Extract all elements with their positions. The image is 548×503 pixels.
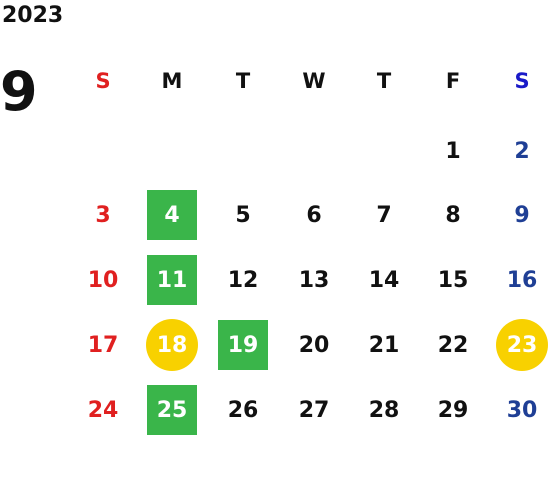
day-2[interactable]: 2 [514, 138, 530, 164]
day-6[interactable]: 6 [306, 202, 322, 228]
day-9[interactable]: 9 [514, 202, 530, 228]
day-28[interactable]: 28 [368, 397, 400, 423]
day-22[interactable]: 22 [437, 332, 469, 358]
day-26[interactable]: 26 [227, 397, 259, 423]
weekday-saturday: S [514, 69, 530, 93]
day-27[interactable]: 27 [298, 397, 330, 423]
day-7[interactable]: 7 [376, 202, 392, 228]
day-12[interactable]: 12 [227, 267, 259, 293]
weekday-friday: F [445, 69, 461, 93]
day-18[interactable]: 18 [146, 319, 198, 371]
weekday-monday: M [161, 69, 183, 93]
day-10[interactable]: 10 [87, 267, 119, 293]
day-16[interactable]: 16 [506, 267, 538, 293]
day-11[interactable]: 11 [147, 255, 197, 305]
day-29[interactable]: 29 [437, 397, 469, 423]
day-5[interactable]: 5 [235, 202, 251, 228]
day-24[interactable]: 24 [87, 397, 119, 423]
calendar-month: 9 [0, 60, 38, 123]
weekday-thursday: T [376, 69, 392, 93]
day-19[interactable]: 19 [218, 320, 268, 370]
day-25[interactable]: 25 [147, 385, 197, 435]
day-20[interactable]: 20 [298, 332, 330, 358]
day-13[interactable]: 13 [298, 267, 330, 293]
day-3[interactable]: 3 [95, 202, 111, 228]
day-1[interactable]: 1 [445, 138, 461, 164]
weekday-tuesday: T [235, 69, 251, 93]
day-30[interactable]: 30 [506, 397, 538, 423]
weekday-sunday: S [95, 69, 111, 93]
day-21[interactable]: 21 [368, 332, 400, 358]
day-4[interactable]: 4 [147, 190, 197, 240]
day-8[interactable]: 8 [445, 202, 461, 228]
calendar-year: 2023 [2, 3, 64, 28]
weekday-wednesday: W [302, 69, 326, 93]
day-15[interactable]: 15 [437, 267, 469, 293]
day-17[interactable]: 17 [87, 332, 119, 358]
day-23[interactable]: 23 [496, 319, 548, 371]
day-14[interactable]: 14 [368, 267, 400, 293]
